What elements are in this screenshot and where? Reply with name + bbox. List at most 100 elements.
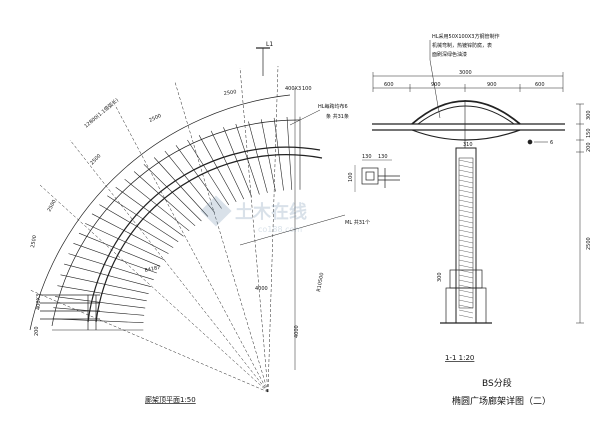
plan-view bbox=[29, 47, 346, 393]
note-ml: ML 共31个 bbox=[345, 219, 370, 226]
rafter-line bbox=[68, 253, 154, 280]
beam-arc-2 bbox=[95, 154, 323, 323]
column-hatch-line bbox=[458, 209, 474, 214]
watermark-logo: 土木在线 co188.com bbox=[200, 195, 307, 234]
arc-length-note: 12800(1.1倍弧长) bbox=[83, 97, 120, 130]
note-hl-2: 条 共31条 bbox=[326, 113, 349, 120]
svg-text:土木在线: 土木在线 bbox=[235, 201, 307, 223]
rafter-line bbox=[57, 285, 147, 302]
column-hatch-line bbox=[458, 299, 474, 304]
segment-label: 2500 bbox=[148, 113, 162, 124]
section-note-3: 面刷深绿色油漆 bbox=[432, 51, 467, 58]
rafter-line bbox=[107, 195, 179, 242]
column-hatch-line bbox=[458, 214, 474, 219]
sheet-code: BS分段 bbox=[482, 377, 512, 389]
segment-label: 2500 bbox=[46, 199, 57, 213]
rafters bbox=[52, 116, 301, 331]
column-hatch-line bbox=[458, 169, 474, 174]
rafter-line bbox=[198, 135, 237, 203]
column-hatch-line bbox=[458, 249, 474, 254]
dim-310: 310 bbox=[463, 142, 473, 148]
column-hatch-line bbox=[458, 184, 474, 189]
rafter-line bbox=[235, 123, 260, 195]
segment-label: 2500 bbox=[89, 153, 102, 166]
column-hatch-line bbox=[458, 189, 474, 194]
sheet-title: 椭圆广场廊架详图（二） bbox=[452, 395, 551, 407]
rafter-line bbox=[85, 223, 165, 261]
pergola-outer-arc bbox=[51, 119, 301, 327]
column-hatch-line bbox=[458, 279, 474, 284]
dim-84187: 84187 bbox=[144, 265, 161, 274]
column-hatch-line bbox=[458, 269, 474, 274]
column-hatch-line bbox=[458, 259, 474, 264]
dim-right-300: 300 bbox=[586, 110, 592, 120]
rafter-line bbox=[210, 130, 245, 200]
dim-900-b: 900 bbox=[487, 82, 497, 88]
column-hatch-line bbox=[458, 224, 474, 229]
column-hatch-line bbox=[458, 304, 474, 309]
column-hatch-line bbox=[458, 194, 474, 199]
rafter-line bbox=[99, 204, 174, 248]
rafter-line bbox=[115, 187, 184, 237]
rafter-line bbox=[175, 145, 222, 209]
rafter-line bbox=[53, 307, 145, 316]
plan-title: 廊架顶平面1:50 bbox=[145, 395, 196, 404]
section-note-2: 机械弯制，热镀锌防腐，表 bbox=[432, 42, 492, 49]
rafter-line bbox=[133, 171, 196, 227]
svg-text:co188.com: co188.com bbox=[258, 225, 302, 234]
rafter-line bbox=[260, 119, 276, 192]
rafter-line bbox=[273, 117, 284, 191]
column-hatch-line bbox=[458, 234, 474, 239]
dim-4000-vertical: 4000 bbox=[294, 325, 300, 338]
column-hatch-line bbox=[458, 174, 474, 179]
rafter-line bbox=[73, 243, 157, 274]
hl-leader bbox=[289, 109, 321, 126]
section-note-1: HL采用50X100X3方钢管制作 bbox=[432, 33, 499, 40]
column-hatch-line bbox=[458, 199, 474, 204]
label-l1: L1 bbox=[266, 41, 273, 48]
dim-r10500: R10500 bbox=[316, 272, 325, 292]
column-hatch-line bbox=[458, 314, 474, 319]
straight-return bbox=[40, 294, 100, 330]
dim-right-2500: 2500 bbox=[586, 237, 592, 250]
column-hatch-line bbox=[458, 179, 474, 184]
rafter-line bbox=[187, 139, 230, 206]
beam-arc-1 bbox=[87, 146, 321, 323]
section-title: 1-1 1:20 bbox=[445, 354, 474, 362]
dim-900-a: 900 bbox=[431, 82, 441, 88]
column-hatch-line bbox=[458, 159, 474, 164]
rafter-line bbox=[55, 296, 146, 309]
dim-400x3-top: 400X3 bbox=[285, 86, 301, 92]
segment-label: 2500 bbox=[223, 89, 236, 97]
rafter-line bbox=[64, 263, 151, 287]
rafter-line bbox=[143, 164, 202, 222]
dim-4000: 4000 bbox=[255, 286, 268, 292]
column-hatch-line bbox=[458, 164, 474, 169]
dim-400x3-left: 400X3 bbox=[36, 294, 42, 310]
column-hatch-line bbox=[458, 294, 474, 299]
column-hatch-line bbox=[458, 239, 474, 244]
rafter-line bbox=[124, 178, 190, 232]
dim-600-right: 600 bbox=[535, 82, 545, 88]
rafter-line bbox=[223, 127, 252, 197]
note-hl: HL每跨均布6 bbox=[318, 103, 348, 110]
detail-dim: 130 bbox=[378, 154, 388, 160]
dim-600-left: 600 bbox=[384, 82, 394, 88]
rafter-line bbox=[248, 121, 268, 193]
column-hatch-line bbox=[458, 204, 474, 209]
dim-200: 200 bbox=[34, 326, 40, 336]
column-hatch-line bbox=[458, 244, 474, 249]
rafter-line bbox=[91, 213, 169, 254]
column-hatch-line bbox=[458, 309, 474, 314]
detail-dim: 100 bbox=[348, 172, 354, 182]
rafter-line bbox=[164, 150, 215, 213]
rafter-line bbox=[52, 318, 144, 323]
section-view bbox=[372, 40, 584, 324]
column-hatch-line bbox=[458, 274, 474, 279]
rafter-line bbox=[286, 116, 293, 190]
column-hatch-line bbox=[458, 289, 474, 294]
column-hatch-line bbox=[458, 229, 474, 234]
dim-100-top: 100 bbox=[302, 86, 312, 92]
dim-right-200: 200 bbox=[586, 142, 592, 152]
